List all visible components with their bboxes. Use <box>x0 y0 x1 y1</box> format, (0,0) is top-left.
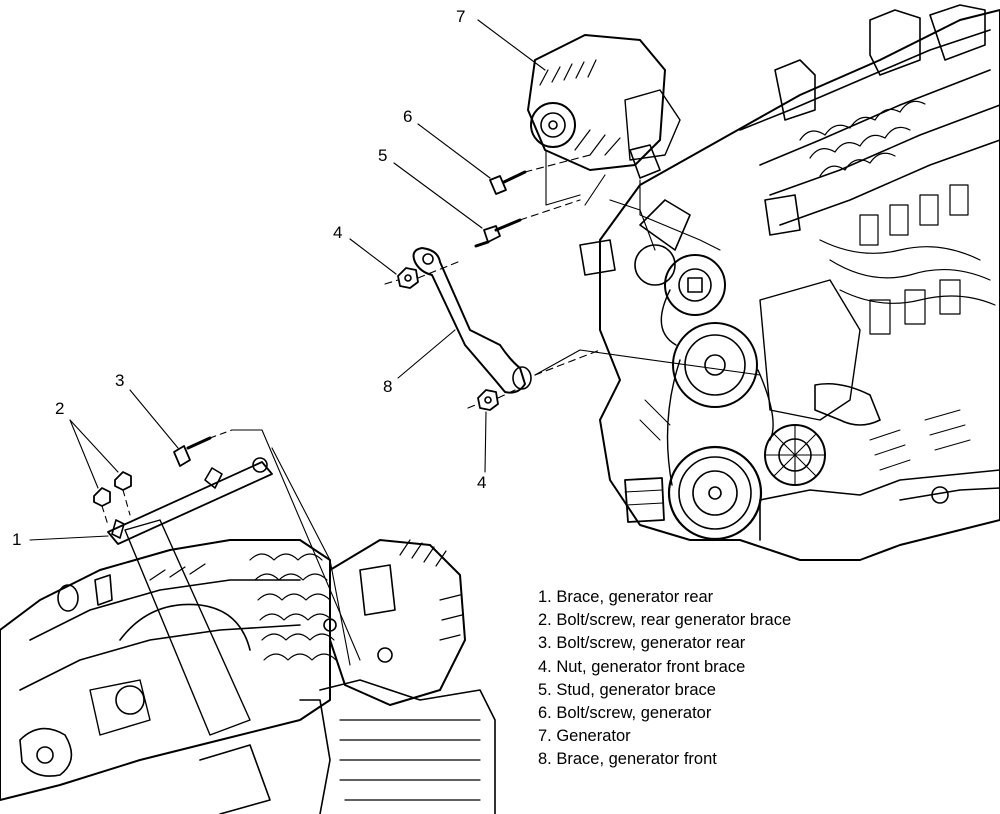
callout-4-top: 4 <box>333 223 343 242</box>
callout-7: 7 <box>456 7 466 26</box>
front-brace-assembly <box>384 149 761 411</box>
legend-item: 7. Generator <box>538 727 631 746</box>
legend-item: 4. Nut, generator front brace <box>538 657 746 676</box>
parts-legend: 1. Brace, generator rear 2. Bolt/screw, … <box>538 588 791 774</box>
legend-item: 1. Brace, generator rear <box>538 588 714 606</box>
rear-engine-view <box>0 429 496 814</box>
callout-1: 1 <box>12 530 22 549</box>
callout-3: 3 <box>115 371 125 390</box>
legend-item: 5. Stud, generator brace <box>538 680 716 699</box>
front-engine-view <box>579 4 1000 561</box>
legend-item: 2. Bolt/screw, rear generator brace <box>538 611 792 630</box>
generator-top <box>527 34 681 179</box>
legend-item: 3. Bolt/screw, generator rear <box>538 634 746 653</box>
leader-lines <box>29 19 546 541</box>
legend-item: 8. Brace, generator front <box>538 750 717 769</box>
callout-6: 6 <box>403 107 413 126</box>
callout-2: 2 <box>55 399 65 418</box>
callout-4-bottom: 4 <box>477 473 487 492</box>
legend-item: 6. Bolt/screw, generator <box>538 703 712 722</box>
callout-5: 5 <box>378 146 388 165</box>
callout-8: 8 <box>383 377 393 396</box>
